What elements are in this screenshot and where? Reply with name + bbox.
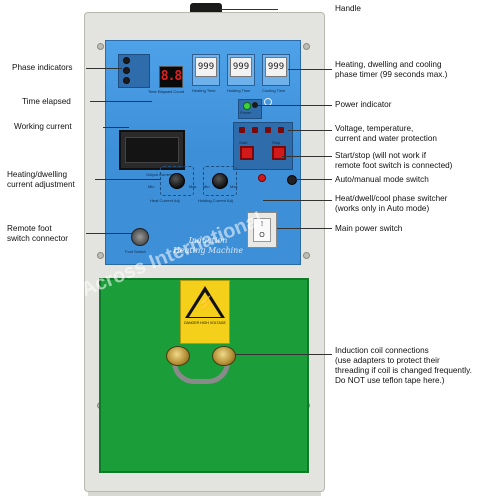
time-elapsed-caption: Time Elapsed Count xyxy=(148,89,185,94)
protection-led-current xyxy=(265,127,271,133)
auto-manual-switch[interactable] xyxy=(287,175,297,185)
lightning-bolt-icon: ⚡ xyxy=(197,295,215,311)
label-remote-foot-2: switch connector xyxy=(7,234,68,243)
induction-coil-pipe xyxy=(172,356,230,384)
label-coil-1: Induction coil connections xyxy=(335,346,429,355)
phase-switcher-button[interactable] xyxy=(258,174,266,182)
label-power-indicator: Power indicator xyxy=(335,100,392,109)
label-phase-switcher-1: Heat/dwell/cool phase switcher xyxy=(335,194,448,203)
screw-icon xyxy=(303,43,310,50)
knob-frame-holding xyxy=(203,166,237,196)
label-phase-timer-1: Heating, dwelling and cooling xyxy=(335,60,442,69)
leader-coil xyxy=(235,354,332,355)
label-main-power: Main power switch xyxy=(335,224,403,233)
leader-current xyxy=(103,127,129,128)
leader-knobs xyxy=(95,179,161,180)
stop-caption: Stop xyxy=(272,140,281,145)
knob-frame-heat xyxy=(160,166,194,196)
knob-heat-min: Min xyxy=(148,184,155,189)
protection-led-temperature xyxy=(252,127,258,133)
heat-current-knob[interactable] xyxy=(169,173,185,189)
screw-icon xyxy=(97,43,104,50)
label-phase-timer-2: phase timer (99 seconds max.) xyxy=(335,70,448,79)
leader-foot xyxy=(86,233,132,234)
main-power-rocker[interactable]: I O xyxy=(253,218,271,242)
start-caption: Start xyxy=(239,140,248,145)
coil-terminal-right[interactable] xyxy=(212,346,236,366)
label-phase-switcher-2: (works only in Auto mode) xyxy=(335,204,430,213)
label-handle: Handle xyxy=(335,4,361,13)
label-automanual: Auto/manual mode switch xyxy=(335,175,429,184)
label-working-current: Working current xyxy=(14,122,72,131)
label-phase-indicators: Phase indicators xyxy=(12,63,73,72)
rocker-on-label: I xyxy=(261,221,263,228)
label-startstop-2: remote foot switch is connected) xyxy=(335,161,453,170)
warning-triangle-inner xyxy=(189,292,221,317)
protection-led-water xyxy=(278,127,284,133)
label-current-adjust-2: current adjustment xyxy=(7,180,75,189)
power-indicator-box xyxy=(238,99,262,119)
coil-connection-panel xyxy=(99,278,309,473)
leader-elapsed xyxy=(90,101,152,102)
leader-phase xyxy=(86,68,122,69)
label-startstop-1: Start/stop (will not work if xyxy=(335,151,426,160)
timer-cooling-digits[interactable]: 999 xyxy=(265,57,287,77)
brand-logo: Induction Heating Machine xyxy=(168,236,248,256)
power-indicator-led-2 xyxy=(252,102,258,108)
knob-heat-max: Max xyxy=(189,184,197,189)
foot-caption: Foot Switch xyxy=(125,249,146,254)
protection-led-voltage xyxy=(239,127,245,133)
label-coil-2: (use adapters to protect their xyxy=(335,356,440,365)
warning-text: DANGER HIGH VOLTAGE xyxy=(184,321,226,325)
start-button[interactable] xyxy=(240,146,254,160)
label-coil-3: threading if coil is changed frequently. xyxy=(335,366,472,375)
leader-power xyxy=(258,105,332,106)
leader-timer xyxy=(288,69,332,70)
working-current-meter-face xyxy=(125,137,179,163)
timer-cooling-caption: Cooling Time xyxy=(262,88,286,93)
screw-icon xyxy=(303,252,310,259)
rocker-off-label: O xyxy=(259,232,265,239)
knob-holding-min: Min xyxy=(203,184,210,189)
leader-automanual xyxy=(296,179,332,180)
holding-current-knob[interactable] xyxy=(212,173,228,189)
knob-holding-max: Max xyxy=(230,184,238,189)
timer-holding-caption: Holding Time xyxy=(227,88,251,93)
brand-line-1: Induction xyxy=(188,236,228,245)
leader-startstop xyxy=(282,156,332,157)
label-protection-2: current and water protection xyxy=(335,134,437,143)
stop-button[interactable] xyxy=(272,146,286,160)
phase-led-cool xyxy=(123,77,130,84)
cabinet-base xyxy=(88,488,321,496)
leader-handle xyxy=(220,9,278,10)
timer-heating-caption: Heating Time xyxy=(192,88,216,93)
time-elapsed-display: 8.8 xyxy=(159,66,183,88)
timer-holding-digits[interactable]: 999 xyxy=(230,57,252,77)
leader-main-power xyxy=(277,228,332,229)
screw-icon xyxy=(97,252,104,259)
coil-terminal-left[interactable] xyxy=(166,346,190,366)
label-time-elapsed: Time elapsed xyxy=(22,97,71,106)
leader-phase-switcher xyxy=(263,200,332,201)
timer-heating-digits[interactable]: 999 xyxy=(195,57,217,77)
brand-line-2: Heating Machine xyxy=(172,246,244,255)
knob-holding-caption: Holding Current Adj xyxy=(198,198,233,203)
meter-caption: Output Current(A) xyxy=(146,172,178,177)
phase-led-dwell xyxy=(123,67,130,74)
leader-protection xyxy=(288,130,332,131)
phase-led-heat xyxy=(123,57,130,64)
remote-foot-switch-connector[interactable] xyxy=(131,228,149,246)
label-coil-4: Do NOT use teflon tape here.) xyxy=(335,376,445,385)
label-remote-foot-1: Remote foot xyxy=(7,224,52,233)
power-caption: Power xyxy=(240,110,252,115)
knob-heat-caption: Heat Current Adj xyxy=(150,198,180,203)
label-current-adjust-1: Heating/dwelling xyxy=(7,170,68,179)
label-protection-1: Voltage, temperature, xyxy=(335,124,414,133)
power-indicator-led xyxy=(243,102,251,110)
